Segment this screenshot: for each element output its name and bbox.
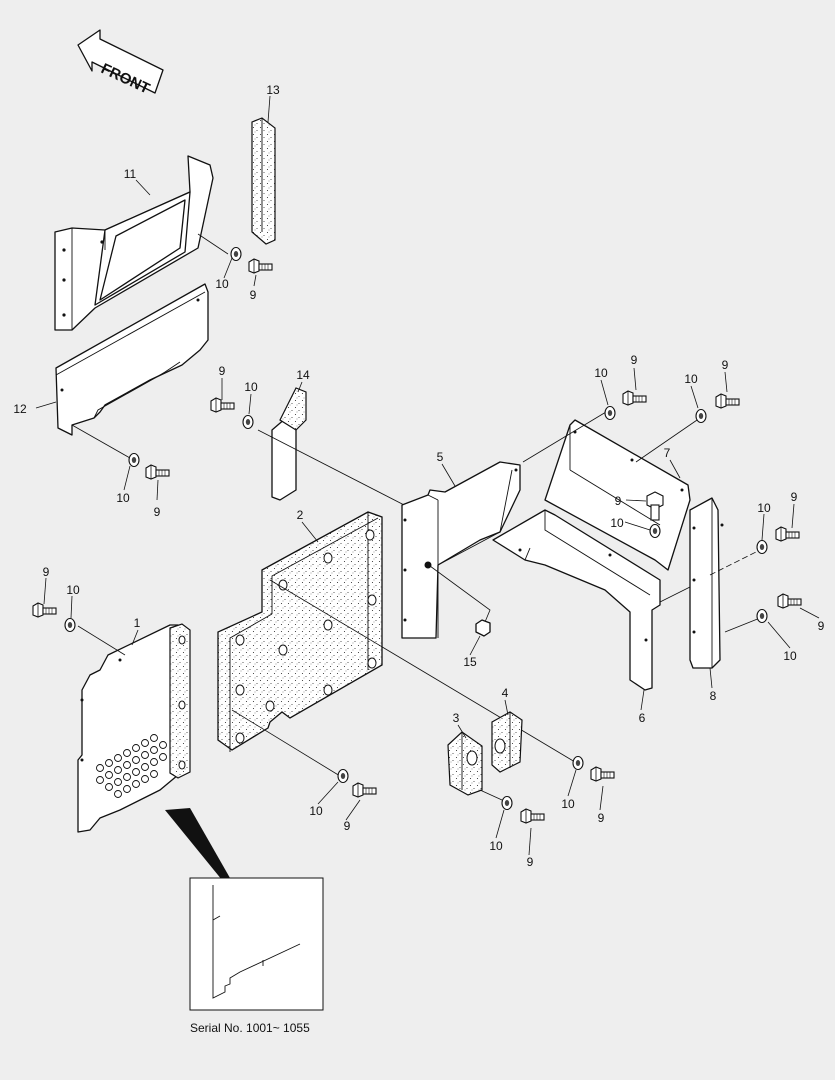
callout-bolt: 9	[631, 353, 638, 367]
callout-washer: 10	[757, 501, 771, 515]
part-15-nut	[469, 619, 491, 656]
callout-washer: 10	[684, 372, 698, 386]
callout-13: 13	[266, 83, 280, 97]
callout-washer: 10	[309, 804, 323, 818]
serial-note: Serial No. 1001~ 1055	[190, 1021, 310, 1035]
front-arrow-icon: FRONT	[77, 29, 164, 97]
callout-7: 7	[664, 446, 671, 460]
part-2-insulation	[217, 511, 576, 777]
part-11-frame	[54, 155, 229, 331]
callout-bolt: 9	[722, 358, 729, 372]
callout-bolt: 9	[344, 819, 351, 833]
callout-6: 6	[639, 711, 646, 725]
callout-15: 15	[463, 655, 477, 669]
callout-washer: 10	[116, 491, 130, 505]
callout-12: 12	[13, 402, 27, 416]
mount-holes	[235, 529, 377, 744]
callout-washer: 10	[561, 797, 575, 811]
callout-bolt: 9	[598, 811, 605, 825]
callout-washer: 10	[489, 839, 503, 853]
part-8-strip	[689, 497, 761, 689]
callout-bolt: 9	[791, 490, 798, 504]
detail-inset	[165, 808, 324, 1011]
part-5-panel	[401, 461, 521, 639]
part-14-bracket	[257, 381, 411, 509]
part-12-plate	[35, 283, 209, 459]
callout-bolt: 9	[219, 364, 226, 378]
part-6-panel	[492, 509, 701, 711]
callout-washer: 10	[244, 380, 258, 394]
callout-washer: 10	[783, 649, 797, 663]
callout-8: 8	[710, 689, 717, 703]
callout-bolt: 9	[154, 505, 161, 519]
callout-washer: 10	[610, 516, 624, 530]
callout-bolt: 9	[527, 855, 534, 869]
fasteners	[32, 246, 802, 824]
callout-bolt: 9	[250, 288, 257, 302]
part-13-strip	[251, 95, 276, 245]
callout-bolt: 9	[43, 565, 50, 579]
callout-washer: 10	[594, 366, 608, 380]
callout-2: 2	[297, 508, 304, 522]
callout-4: 4	[502, 686, 509, 700]
callout-washer: 10	[66, 583, 80, 597]
callout-11: 11	[124, 167, 137, 181]
callout-5: 5	[437, 450, 444, 464]
callout-washer: 10	[215, 277, 229, 291]
callout-bolt: 9	[615, 494, 622, 508]
upright-bolt	[646, 491, 664, 521]
callout-1: 1	[134, 616, 141, 630]
part-3-block	[447, 724, 503, 801]
callout-3: 3	[453, 711, 460, 725]
part-1-cover	[77, 623, 191, 833]
fastener-leaders	[43, 257, 820, 856]
callout-14: 14	[296, 368, 310, 382]
callout-bolt: 9	[818, 619, 825, 633]
callout-labels: 1 2 3 4 5 6 7 8 11 12 13 14 15 9 10 9 10…	[13, 83, 824, 869]
part-4-block	[491, 699, 523, 773]
perforation-grid	[96, 734, 167, 798]
